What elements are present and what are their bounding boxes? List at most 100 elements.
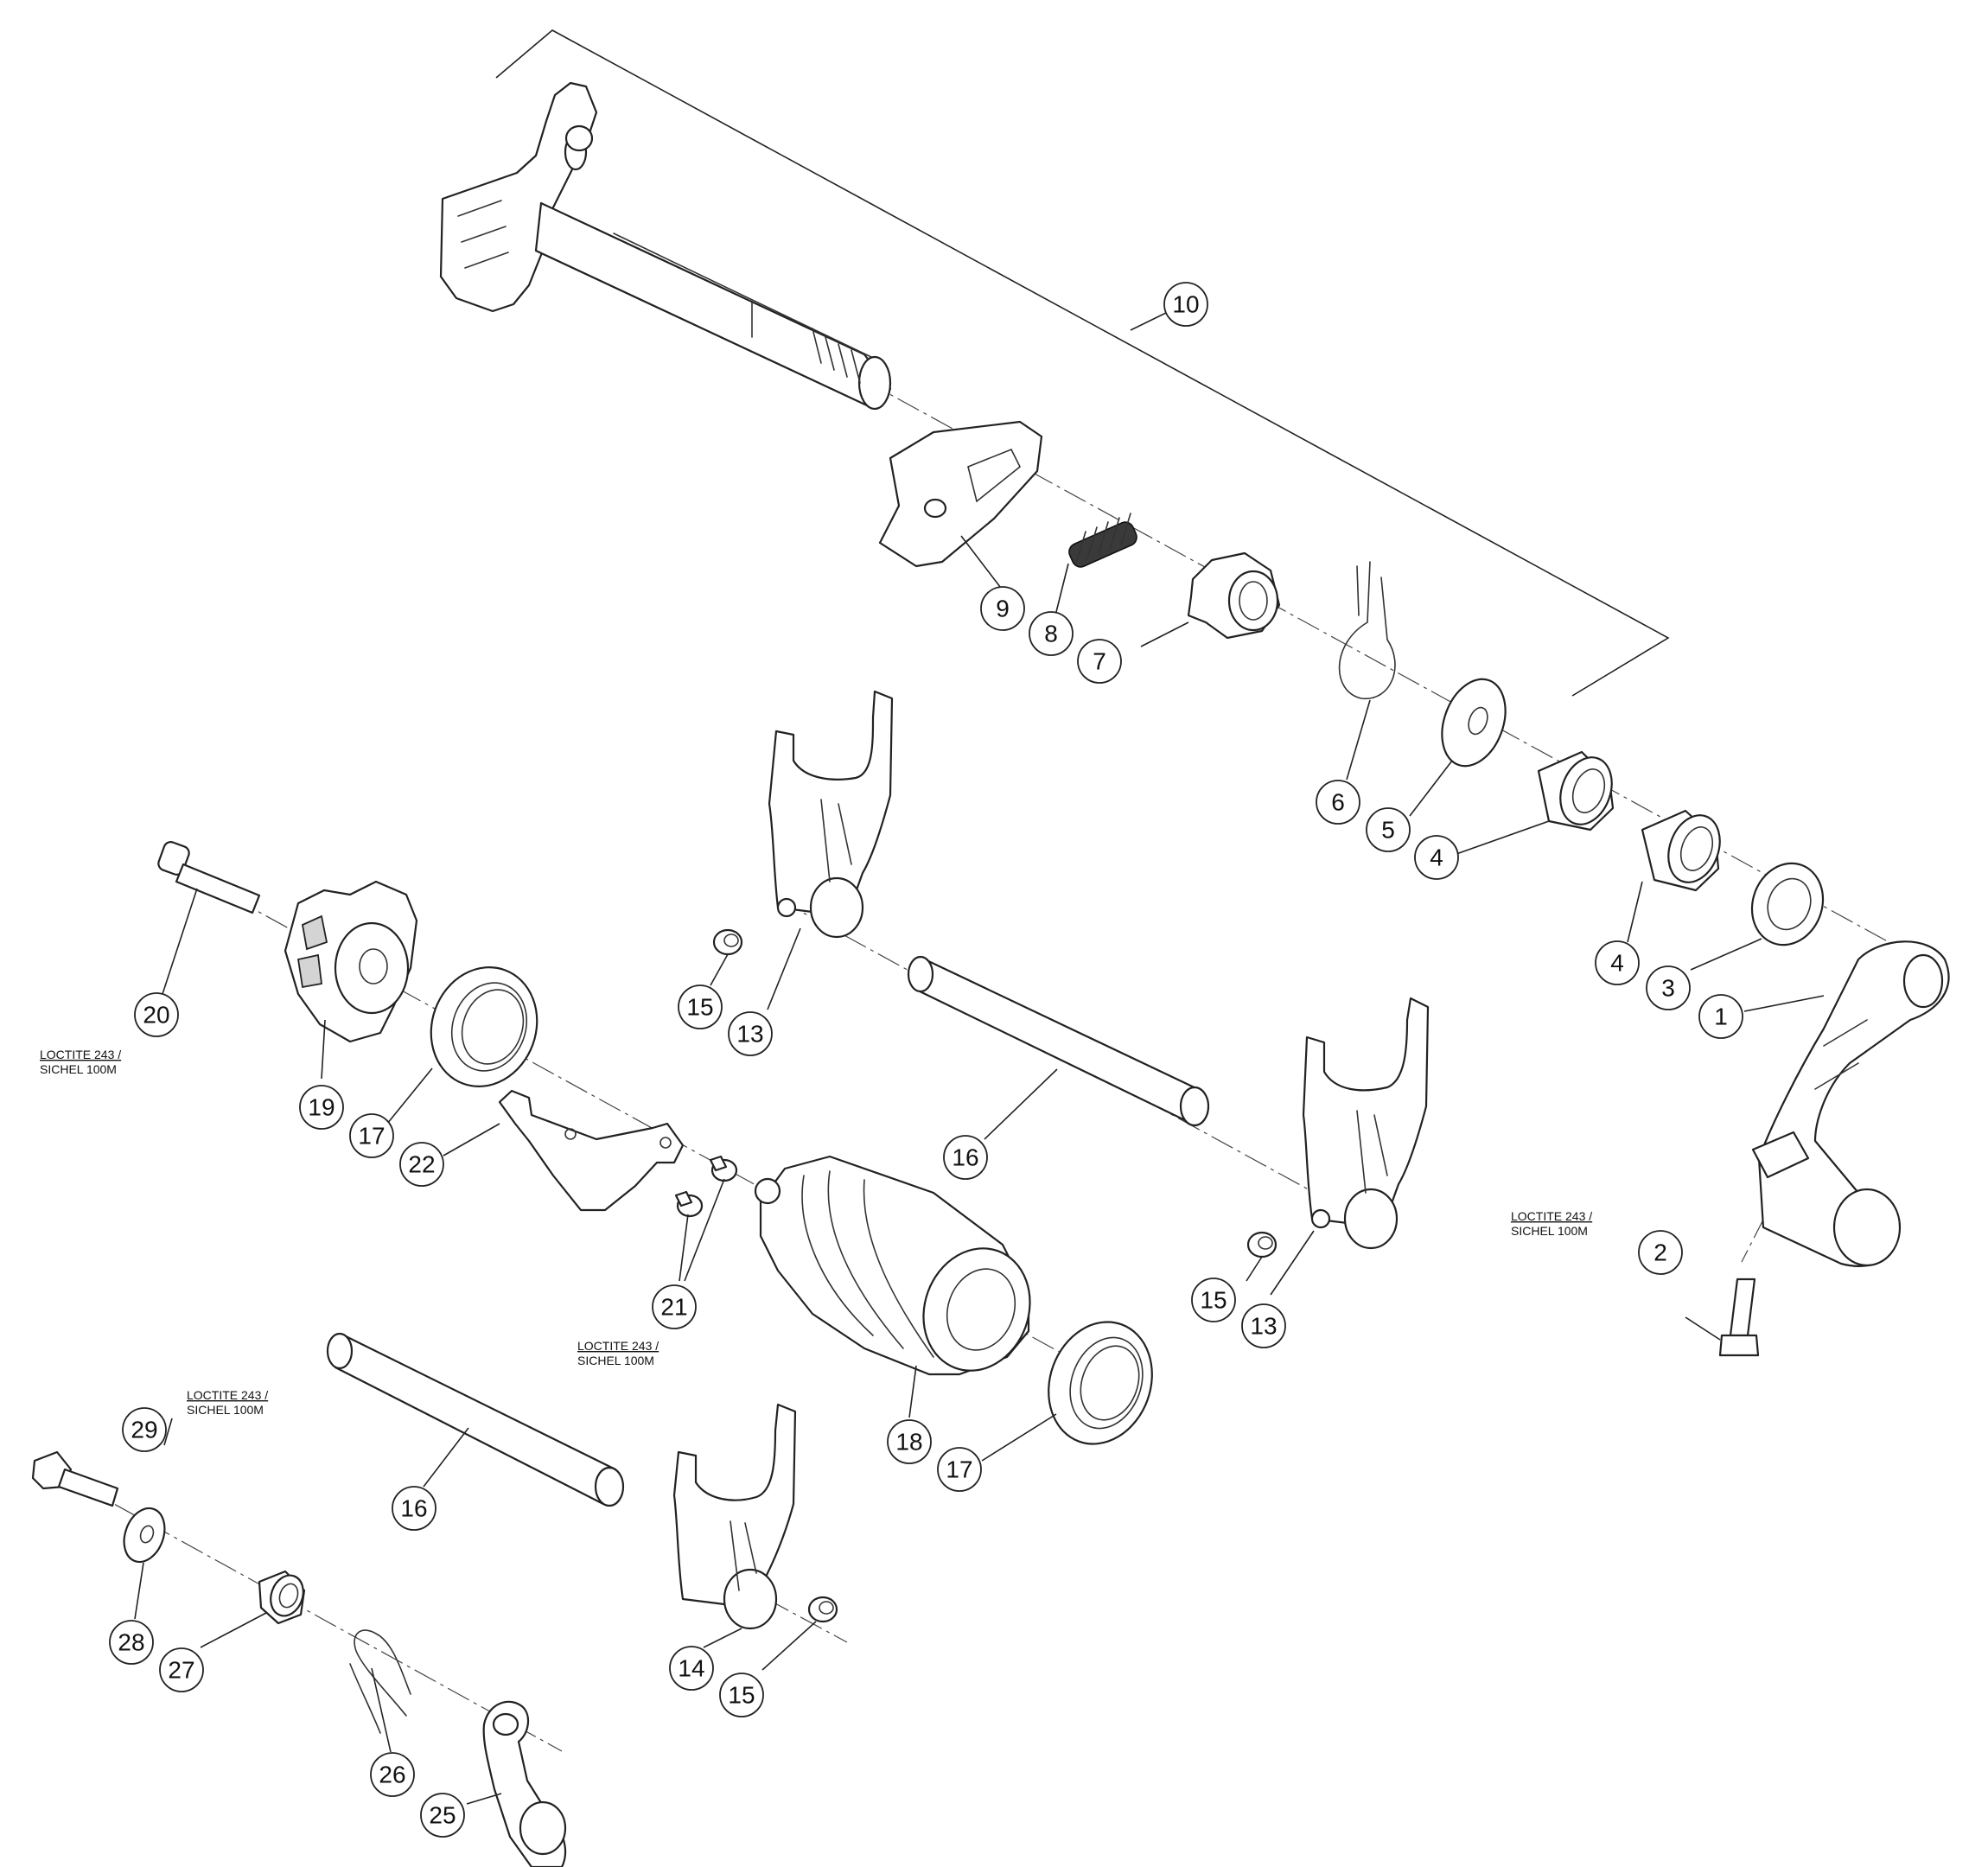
- callout-5-number: 5: [1381, 817, 1395, 844]
- callout-26-number: 26: [379, 1762, 405, 1788]
- callout-15-lower-number: 15: [728, 1682, 755, 1709]
- callout-22: 22: [399, 1142, 444, 1187]
- part-2-bolt: [1718, 1278, 1760, 1357]
- part-17-left-bearing: [430, 965, 538, 1088]
- callout-16-lower-number: 16: [400, 1495, 427, 1522]
- callout-27-number: 27: [168, 1657, 194, 1684]
- callout-13-right: 13: [1241, 1303, 1286, 1348]
- callout-22-number: 22: [408, 1151, 435, 1178]
- part-8-spring: [1068, 513, 1137, 568]
- callout-1-number: 1: [1714, 1004, 1728, 1030]
- callout-4-lower: 4: [1595, 940, 1640, 985]
- note-loctite-item-29: LOCTITE 243 / SICHEL 100M: [187, 1388, 268, 1417]
- note-21-line2: SICHEL 100M: [577, 1354, 654, 1367]
- part-19-shift-drum-star: [284, 880, 418, 1043]
- callout-5: 5: [1366, 807, 1411, 852]
- callout-3: 3: [1646, 965, 1691, 1010]
- callout-17-right: 17: [937, 1447, 982, 1492]
- part-21-screws: [674, 1155, 738, 1218]
- part-3-seal: [1750, 862, 1825, 946]
- callout-15-upper-number: 15: [686, 994, 713, 1021]
- callout-4-upper-number: 4: [1430, 844, 1443, 871]
- callout-19-number: 19: [308, 1094, 335, 1121]
- callout-15-right-number: 15: [1200, 1287, 1227, 1314]
- callout-18-number: 18: [895, 1429, 922, 1456]
- part-5-washer: [1441, 678, 1507, 768]
- callout-13-upper: 13: [728, 1011, 773, 1056]
- callout-20-number: 20: [143, 1002, 169, 1029]
- callout-2-number: 2: [1653, 1239, 1667, 1266]
- callout-7: 7: [1077, 639, 1122, 684]
- assembly-bracket-10: [495, 29, 1670, 697]
- callout-14-number: 14: [678, 1655, 704, 1682]
- part-15-right-roller: [1246, 1231, 1278, 1258]
- part-6-hairpin-spring: [1338, 561, 1396, 699]
- part-18-shift-drum: [754, 1155, 1031, 1376]
- part-16-upper-fork-shaft: [907, 955, 1210, 1127]
- assembly-axis-lines: [48, 379, 1902, 1752]
- part-25-lever-arm: [482, 1700, 567, 1867]
- part-9-shift-plate: [878, 420, 1043, 568]
- note-21-line1: LOCTITE 243 /: [577, 1339, 659, 1353]
- part-10-shift-shaft: [439, 81, 892, 411]
- callout-3-number: 3: [1661, 975, 1675, 1002]
- callout-14: 14: [669, 1646, 714, 1691]
- callout-2: 2: [1638, 1230, 1683, 1275]
- note-loctite-item-20: LOCTITE 243 / SICHEL 100M: [40, 1048, 121, 1076]
- note-20-line1: LOCTITE 243 /: [40, 1048, 121, 1061]
- note-29-line2: SICHEL 100M: [187, 1403, 264, 1417]
- note-2-line2: SICHEL 100M: [1511, 1224, 1588, 1238]
- callout-28: 28: [109, 1620, 154, 1665]
- callout-18: 18: [887, 1419, 932, 1464]
- part-13-right-shift-fork: [1302, 997, 1430, 1250]
- part-15-lower-roller: [807, 1596, 838, 1623]
- callout-9-number: 9: [996, 596, 1010, 622]
- part-17-right-bearing: [1048, 1321, 1153, 1445]
- part-1-shift-lever: [1751, 940, 1950, 1267]
- part-22-guide-plate: [498, 1089, 685, 1212]
- note-loctite-item-2: LOCTITE 243 / SICHEL 100M: [1511, 1209, 1592, 1238]
- callout-15-right: 15: [1191, 1278, 1236, 1322]
- callout-4-upper: 4: [1414, 835, 1459, 880]
- callout-21: 21: [652, 1284, 697, 1329]
- part-4-upper-bearing: [1537, 750, 1615, 832]
- callout-29: 29: [122, 1407, 167, 1452]
- callout-15-lower: 15: [719, 1673, 764, 1717]
- callout-17-left-number: 17: [358, 1123, 385, 1150]
- callout-29-number: 29: [131, 1417, 157, 1443]
- callout-28-number: 28: [118, 1629, 144, 1656]
- callout-8-number: 8: [1044, 621, 1058, 647]
- note-loctite-item-21: LOCTITE 243 / SICHEL 100M: [577, 1339, 659, 1367]
- callout-10-number: 10: [1172, 291, 1199, 318]
- callout-6: 6: [1316, 780, 1360, 825]
- callout-7-number: 7: [1093, 648, 1106, 675]
- leader-lines: [134, 310, 1825, 1805]
- callout-8: 8: [1029, 611, 1074, 656]
- part-13-upper-shift-fork: [768, 690, 894, 939]
- callout-6-number: 6: [1331, 789, 1345, 816]
- part-14-shift-fork: [672, 1403, 797, 1630]
- callout-13-upper-number: 13: [736, 1021, 763, 1048]
- part-7-bushing: [1187, 551, 1281, 640]
- part-29-bolt: [31, 1450, 119, 1507]
- note-2-line1: LOCTITE 243 /: [1511, 1209, 1592, 1223]
- callout-1: 1: [1698, 994, 1743, 1039]
- part-20-bolt: [157, 841, 261, 914]
- callout-16-upper: 16: [943, 1135, 988, 1180]
- callout-13-right-number: 13: [1250, 1313, 1277, 1340]
- part-28-washer: [123, 1507, 166, 1564]
- part-16-lower-fork-shaft: [326, 1332, 625, 1507]
- callout-16-upper-number: 16: [952, 1144, 978, 1171]
- callout-26: 26: [370, 1752, 415, 1797]
- callout-21-number: 21: [660, 1294, 687, 1321]
- callout-10: 10: [1163, 282, 1208, 327]
- callout-27: 27: [159, 1647, 204, 1692]
- callout-17-left: 17: [349, 1113, 394, 1158]
- note-20-line2: SICHEL 100M: [40, 1062, 117, 1076]
- callout-4-lower-number: 4: [1610, 950, 1624, 977]
- callout-25-number: 25: [429, 1802, 456, 1829]
- note-29-line1: LOCTITE 243 /: [187, 1388, 268, 1402]
- part-27-bushing: [258, 1570, 306, 1625]
- callout-25: 25: [420, 1793, 465, 1838]
